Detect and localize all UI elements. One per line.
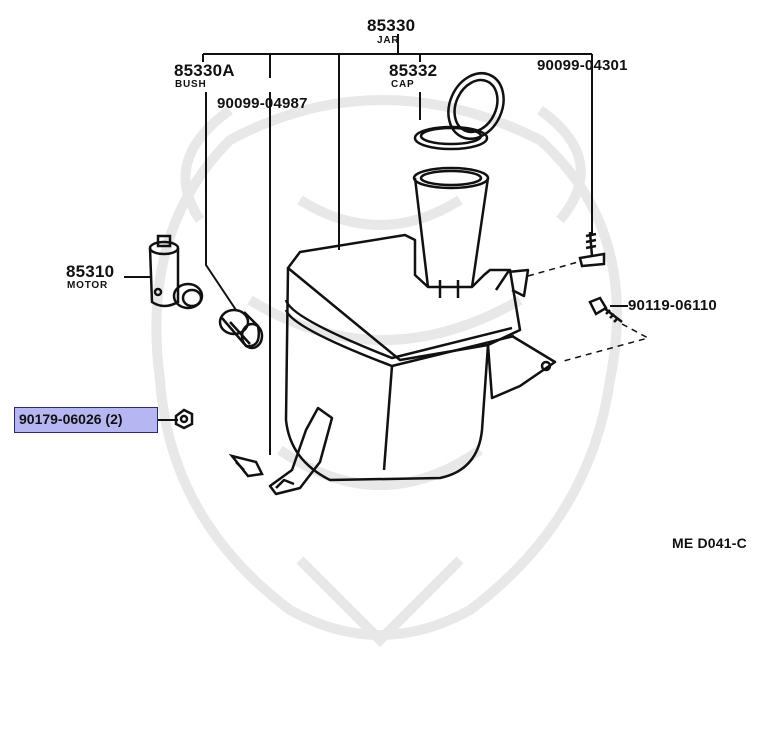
cap	[413, 72, 505, 151]
bolt-part-number: 90119-06110	[628, 297, 717, 314]
screw	[578, 231, 606, 268]
clip	[228, 453, 264, 478]
diagram-code: ME D041-C	[672, 535, 747, 551]
cap-part-name: CAP	[391, 79, 415, 90]
nut-part-number: 90179-06026	[19, 411, 102, 427]
nut-highlight-box[interactable]	[14, 407, 158, 433]
bush	[218, 308, 264, 350]
nut-quantity: (2)	[105, 411, 123, 427]
leader-lines	[124, 34, 628, 455]
bolt	[588, 296, 623, 323]
jar-part-number: 85330	[367, 16, 416, 35]
dashed-indicators	[527, 261, 651, 363]
motor	[148, 234, 204, 310]
screw-part-number: 90099-04301	[537, 57, 628, 74]
clip-part-number: 90099-04987	[217, 95, 308, 112]
jar-part-name: JAR	[377, 35, 400, 46]
cap-part-number: 85332	[389, 61, 438, 80]
bush-part-number: 85330A	[174, 61, 235, 80]
bush-part-name: BUSH	[175, 79, 207, 90]
motor-part-name: MOTOR	[67, 280, 109, 291]
watermark-logo	[151, 95, 622, 648]
nut-part-label[interactable]: 90179-06026 (2)	[19, 411, 123, 427]
nut	[174, 408, 194, 430]
washer-jar	[268, 166, 557, 496]
motor-part-number: 85310	[66, 262, 115, 281]
